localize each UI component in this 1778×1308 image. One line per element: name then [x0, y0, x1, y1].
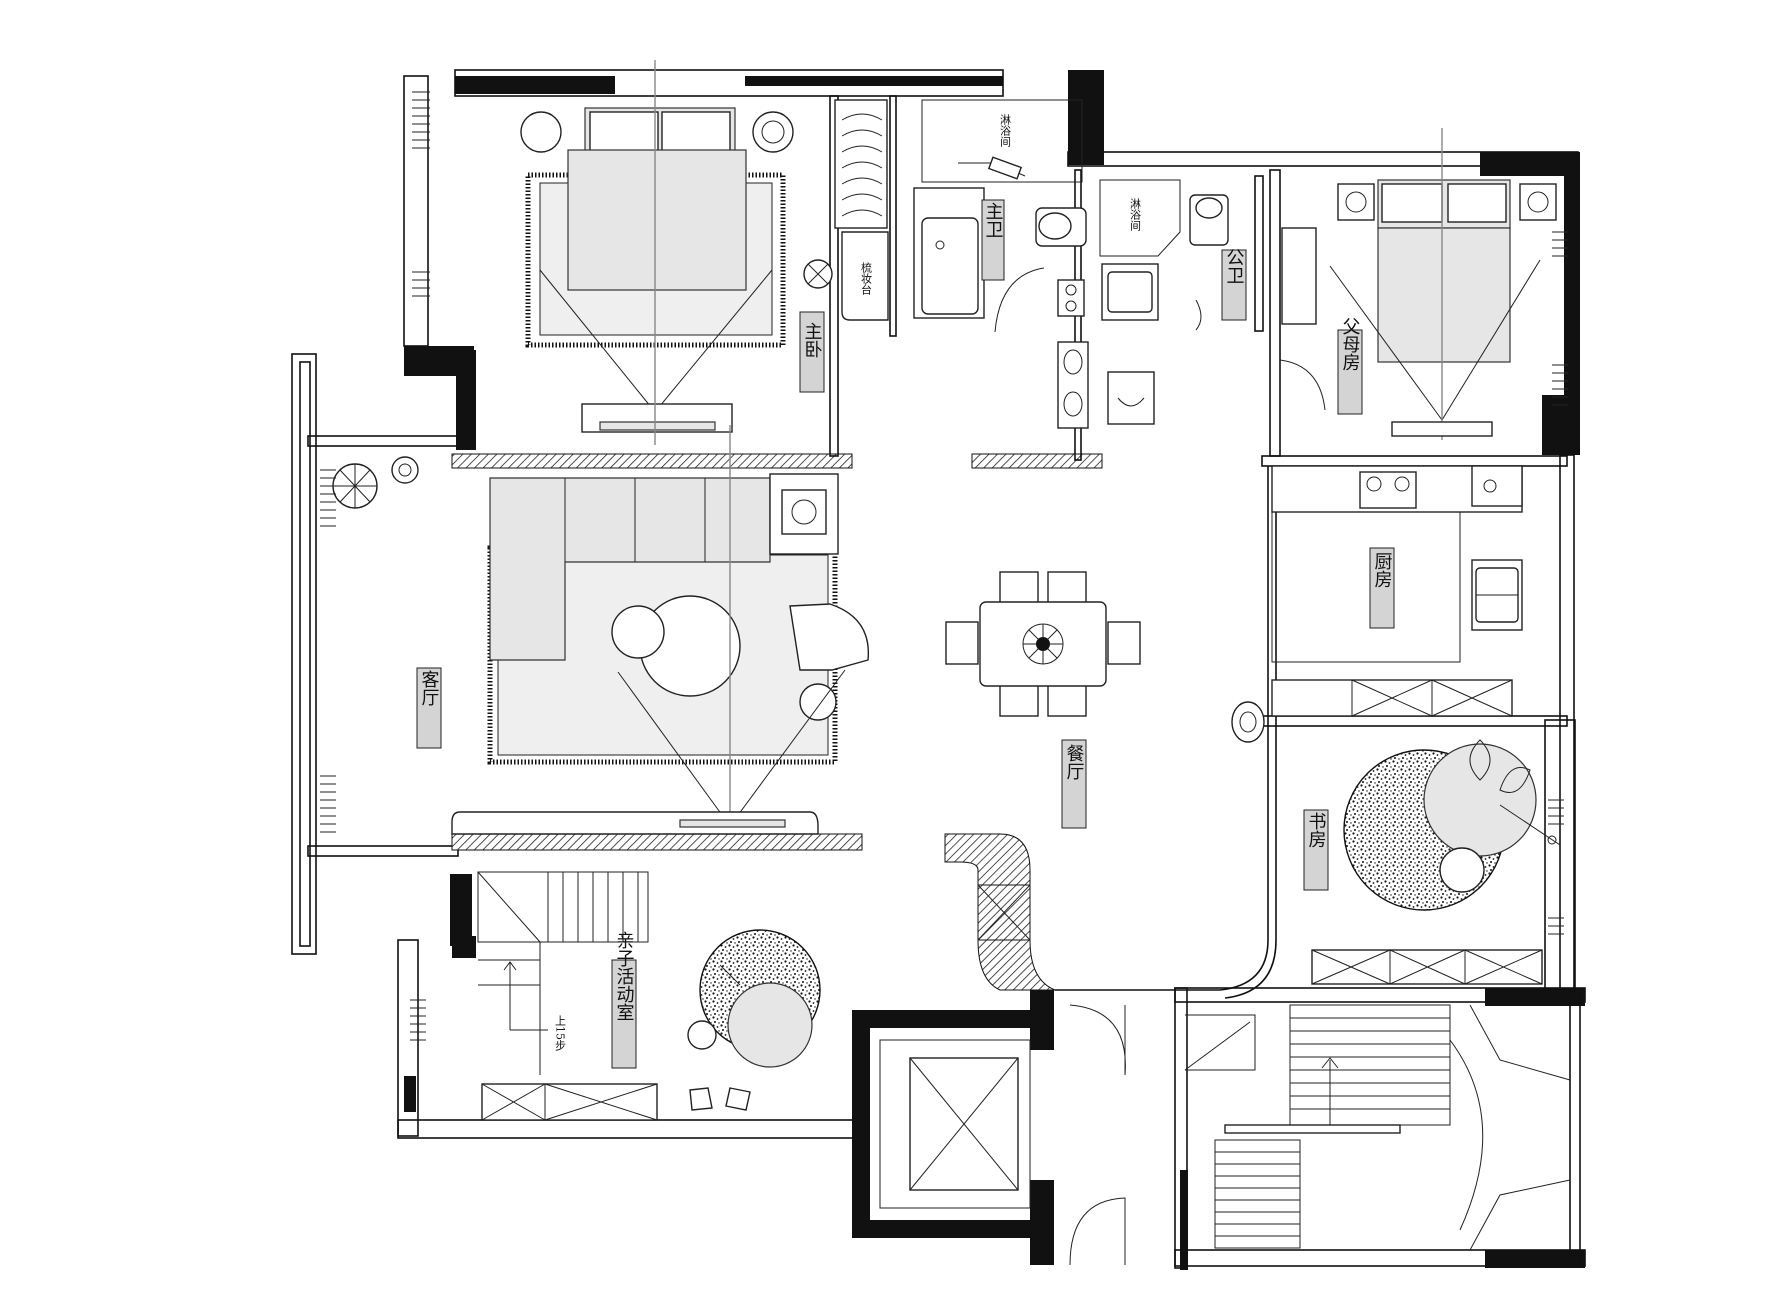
cushion-icon: [689, 1087, 751, 1111]
staircase: [477, 871, 649, 1075]
family-room-label: 亲子活动室: [614, 931, 635, 1021]
dressing-table-label: 梳妆台: [860, 261, 873, 295]
master-bath-label: 主卫: [983, 202, 1004, 238]
parents-room-label: 父母房: [1340, 317, 1361, 371]
public-bath: 淋浴间 公卫: [1099, 179, 1247, 425]
master-shower-label: 淋浴间: [999, 114, 1012, 148]
parents-room: 父母房: [1279, 128, 1557, 440]
living-room: 客厅: [332, 425, 870, 835]
label-box: [799, 311, 825, 393]
master-bath: 淋浴间 主卫: [913, 99, 1089, 429]
master-bedroom-label: 主卧: [802, 322, 823, 358]
kitchen: 厨房: [1271, 465, 1523, 717]
stair-note: 上15步: [554, 1015, 567, 1051]
master-bedroom: 主卧 梳妆台: [520, 60, 889, 445]
public-bath-label: 公卫: [1224, 248, 1245, 284]
cooktop-icon: [1359, 471, 1417, 509]
public-shower-label: 淋浴间: [1129, 198, 1142, 232]
window-marks: [320, 91, 1568, 1041]
nightstand-lamp-icon: [752, 111, 794, 153]
public-staircase: [1214, 1004, 1571, 1251]
nightstand-lamp-icon: [520, 111, 562, 153]
plant-icon: [1469, 739, 1561, 846]
elevator: [879, 1039, 1031, 1209]
hanger-icon: [841, 113, 883, 217]
plant-icon: [332, 456, 419, 509]
dining-room-label: 餐厅: [1064, 744, 1085, 780]
study-label: 书房: [1306, 812, 1327, 848]
family-room: 上15步 亲子活动室: [477, 871, 821, 1121]
dining-room: 餐厅: [945, 571, 1141, 829]
kitchen-label: 厨房: [1372, 552, 1393, 588]
centerpiece-flower-icon: [1022, 623, 1064, 665]
entrance-doors: [1069, 1004, 1256, 1266]
living-room-label: 客厅: [419, 670, 440, 706]
study: 书房: [1231, 701, 1561, 985]
